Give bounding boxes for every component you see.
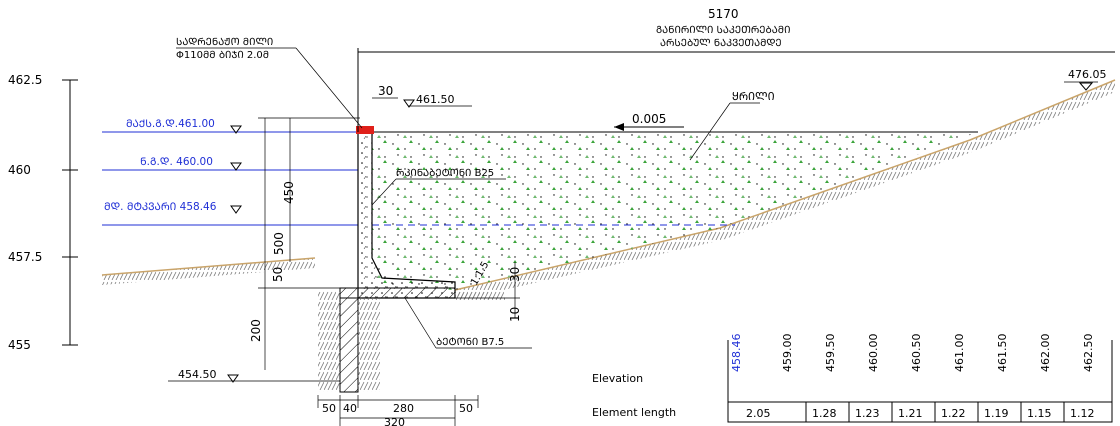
level-marker-icon <box>1078 82 1094 91</box>
dim-base-50-right: 50 <box>459 402 473 415</box>
base-dimensions: 50 40 280 50 320 <box>317 395 479 426</box>
vertical-dimensions: 500 450 50 200 30 10 <box>249 117 522 370</box>
len-0: 2.05 <box>746 407 771 420</box>
bottom-level: 454.50 <box>168 368 340 383</box>
backfill-label: ᲧᲠᲘᲚᲘ <box>732 90 775 103</box>
scale-label-457-5: 457.5 <box>8 250 42 264</box>
dim-200: 200 <box>249 319 263 342</box>
dim-wall-30: 30 <box>378 84 393 98</box>
dim-5170: 5170 <box>708 7 739 21</box>
dim-10: 10 <box>508 307 522 322</box>
level-476-05: 476.05 <box>1068 68 1107 81</box>
concrete-wall-label: ᲠᲙᲘᲜᲐᲑᲔᲢᲝᲜᲘ B25 <box>396 168 494 179</box>
scale-label-460: 460 <box>8 163 31 177</box>
dim-base-320: 320 <box>384 416 405 426</box>
water-level-design: ᲛᲓ. ᲛᲢᲙᲕᲐᲠᲘ 458.46 <box>104 201 217 213</box>
elev-7: 462.00 <box>1039 334 1052 373</box>
drain-pipe-icon <box>356 126 374 134</box>
len-4: 1.22 <box>941 407 966 420</box>
len-7: 1.12 <box>1070 407 1095 420</box>
scale-label-462-5: 462.5 <box>8 73 42 87</box>
elev-3: 460.00 <box>867 334 880 373</box>
wall-top-dimensions: 30 461.50 <box>372 84 472 108</box>
elevation-scale: 462.5 460 457.5 455 <box>8 73 78 352</box>
len-1: 1.28 <box>812 407 837 420</box>
level-marker-icon <box>230 125 242 214</box>
top-note-line2: ᲐᲠᲡᲔᲑᲣᲚ ᲜᲐᲙᲕᲔᲗᲐᲛᲓᲔ <box>660 38 782 49</box>
foundation-soil <box>318 290 505 392</box>
water-levels: ᲛᲐᲥᲡ.Გ.Დ.461.00 Ნ.Გ.Დ. 460.00 ᲛᲓ. ᲛᲢᲙᲕᲐᲠ… <box>102 118 735 226</box>
len-6: 1.15 <box>1027 407 1052 420</box>
elevation-values: 458.46 459.00 459.50 460.00 460.50 461.0… <box>730 334 1095 373</box>
drain-pipe-label: ᲡᲐᲓᲠᲔᲜᲐᲟᲝ ᲛᲘᲚᲘ <box>176 37 273 48</box>
dim-30: 30 <box>508 267 522 282</box>
level-marker-icon <box>227 374 239 383</box>
slope-indicator: 0.005 <box>614 112 684 131</box>
backfill-area <box>372 131 978 290</box>
dim-base-50-left: 50 <box>322 402 336 415</box>
dim-base-40: 40 <box>343 402 357 415</box>
dim-450: 450 <box>282 181 296 204</box>
dim-50: 50 <box>271 267 285 282</box>
level-461-50: 461.50 <box>416 93 455 106</box>
water-level-normal: Ნ.Გ.Დ. 460.00 <box>140 156 213 168</box>
level-454-50: 454.50 <box>178 368 217 381</box>
table-row-elevation-label: Elevation <box>592 372 643 385</box>
elev-8: 462.50 <box>1082 334 1095 373</box>
elevation-table: Elevation Element length 458.46 459.00 4… <box>592 334 1113 423</box>
concrete-base-label: ᲑᲔᲢᲝᲜᲘ B7.5 <box>436 337 504 348</box>
drain-pipe-spec: Φ110ᲛᲛ ᲑᲘᲯᲘ 2.0Მ <box>176 50 269 61</box>
scale-label-455: 455 <box>8 338 31 352</box>
elev-4: 460.50 <box>910 334 923 373</box>
length-values: 2.05 1.28 1.23 1.21 1.22 1.19 1.15 1.12 <box>746 407 1095 420</box>
elev-5: 461.00 <box>953 334 966 373</box>
level-marker-icon <box>403 99 415 108</box>
len-5: 1.19 <box>984 407 1009 420</box>
elev-0: 458.46 <box>730 334 743 373</box>
slope-value: 0.005 <box>632 112 666 126</box>
dim-500: 500 <box>272 232 286 255</box>
top-dimension: 5170 ᲒᲐᲜᲘᲠᲘᲚᲘ ᲡᲐᲙᲔᲗᲠᲔᲑᲐᲛᲘ ᲐᲠᲡᲔᲑᲣᲚ ᲜᲐᲙᲕᲔᲗ… <box>357 7 1115 132</box>
ground-left <box>101 257 316 285</box>
len-2: 1.23 <box>855 407 880 420</box>
elev-1: 459.00 <box>781 334 794 373</box>
dim-base-280: 280 <box>393 402 414 415</box>
top-note-line1: ᲒᲐᲜᲘᲠᲘᲚᲘ ᲡᲐᲙᲔᲗᲠᲔᲑᲐᲛᲘ <box>656 25 791 36</box>
table-row-length-label: Element length <box>592 406 676 419</box>
len-3: 1.21 <box>898 407 923 420</box>
elev-6: 461.50 <box>996 334 1009 373</box>
water-level-max: ᲛᲐᲥᲡ.Გ.Დ.461.00 <box>126 118 215 130</box>
elev-2: 459.50 <box>824 334 837 373</box>
